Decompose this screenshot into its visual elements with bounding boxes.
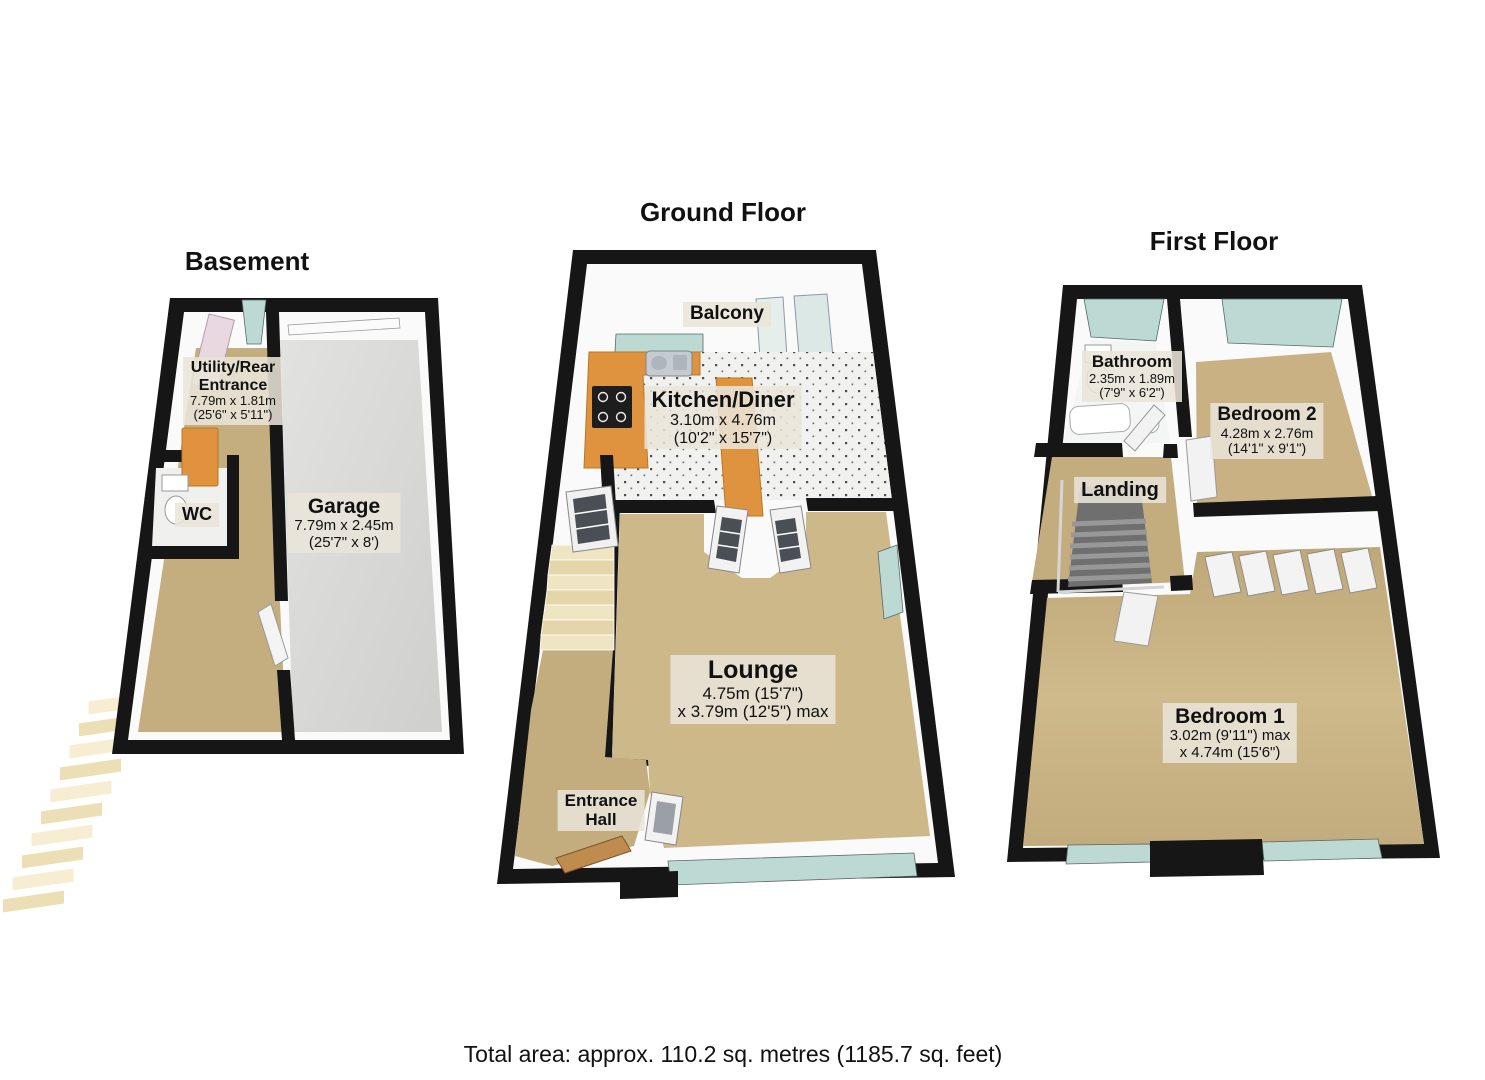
front-door-icon: [555, 835, 632, 874]
total-area-text: Total area: approx. 110.2 sq. metres (11…: [463, 1041, 1003, 1067]
bedroom1-door-icon: [1113, 591, 1159, 647]
garage-dims-metric: 7.79m x 2.45m: [294, 517, 394, 535]
porch-step: [620, 871, 678, 899]
garage-dims-imperial: (25'7" x 8'): [308, 533, 380, 551]
bedroom2-door-icon: [1185, 435, 1218, 502]
garage-door-icon: [287, 317, 401, 336]
bathroom-name: Bathroom: [1091, 352, 1173, 371]
bedroom2-dims-metric: 4.28m x 2.76m: [1220, 424, 1314, 441]
bedroom2-dims-imperial: (14'1" x 9'1"): [1227, 440, 1307, 457]
wc-room-label: WC: [175, 503, 219, 527]
utility-dims-metric: 7.79m x 1.81m: [190, 393, 276, 409]
ground-side-window-glass: [877, 544, 904, 620]
basement-title: Basement: [184, 246, 310, 276]
first-floor-plan: [1007, 285, 1440, 877]
bedroom2-name: Bedroom 2: [1217, 404, 1317, 425]
lounge-room-label: Lounge 4.75m (15'7") x 3.79m (12'5") max: [670, 655, 836, 724]
bedroom2-room-label: Bedroom 2 4.28m x 2.76m (14'1" x 9'1"): [1210, 403, 1324, 459]
lounge-name: Lounge: [707, 656, 799, 684]
wardrobe-doors-icon: [1204, 547, 1378, 598]
lounge-dims-line2: x 3.79m (12'5") max: [677, 702, 829, 722]
garage-room-label: Garage 7.79m x 2.45m (25'7" x 8'): [287, 493, 401, 554]
bathroom-door-icon: [1123, 404, 1166, 452]
chimney-breast: [1150, 839, 1264, 877]
kitchen-dims-metric: 3.10m x 4.76m: [670, 412, 776, 430]
bedroom1-dims-line1: 3.02m (9'11") max: [1169, 727, 1291, 745]
hob-icon: [592, 386, 632, 428]
bedroom1-room-label: Bedroom 1 3.02m (9'11") max x 4.74m (15'…: [1162, 703, 1298, 764]
basement-window-glass: [241, 299, 267, 345]
bathroom-dims-metric: 2.35m x 1.89m: [1089, 370, 1175, 386]
washer-icon: [181, 427, 219, 487]
hall-name-line1: Entrance: [564, 791, 638, 810]
ground-floor-title: Ground Floor: [639, 197, 807, 227]
utility-dims-imperial: (25'6" x 5'11"): [193, 407, 273, 423]
sink-icon: [645, 350, 693, 377]
entrance-hall-room-label: Entrance Hall: [557, 790, 645, 832]
bedroom1-window-left-glass: [1065, 843, 1153, 865]
first-floor-title: First Floor: [1149, 226, 1279, 256]
french-doors-icon: [707, 505, 812, 574]
bedroom1-name: Bedroom 1: [1175, 705, 1285, 728]
garage-name: Garage: [307, 495, 381, 518]
balcony-room-label: Balcony: [683, 302, 771, 327]
kitchen-diner-room-label: Kitchen/Diner 3.10m x 4.76m (10'2" x 15'…: [644, 386, 802, 450]
bathroom-room-label: Bathroom 2.35m x 1.89m (7'9" x 6'2"): [1082, 351, 1182, 403]
hall-name-line2: Hall: [585, 809, 617, 829]
balcony-glass: [614, 333, 704, 353]
utility-name-line1: Utility/Rear: [190, 359, 276, 376]
hall-door-icon: [644, 791, 684, 846]
kitchen-dims-imperial: (10'2" x 15'7"): [673, 429, 773, 447]
ground-stairs: [539, 544, 615, 651]
kitchen-name: Kitchen/Diner: [651, 387, 795, 412]
bathroom-dims-imperial: (7'9" x 6'2"): [1099, 384, 1165, 400]
utility-room-label: Utility/Rear Entrance 7.79m x 1.81m (25'…: [183, 357, 283, 425]
stair-top-door-icon: [565, 485, 619, 553]
lounge-dims-line1: 4.75m (15'7"): [702, 683, 804, 703]
bedroom1-dims-line2: x 4.74m (15'6"): [1179, 743, 1281, 761]
bathroom-window-glass: [1083, 298, 1165, 342]
bedroom2-window-glass: [1221, 298, 1343, 348]
stairwell: [1056, 479, 1165, 594]
basement-door-leaf-icon: [257, 603, 289, 667]
first-floor-doors: [1113, 404, 1218, 647]
utility-name-line2: Entrance: [198, 376, 268, 394]
bedroom1-window-right-glass: [1261, 838, 1383, 862]
landing-room-label: Landing: [1074, 477, 1166, 503]
